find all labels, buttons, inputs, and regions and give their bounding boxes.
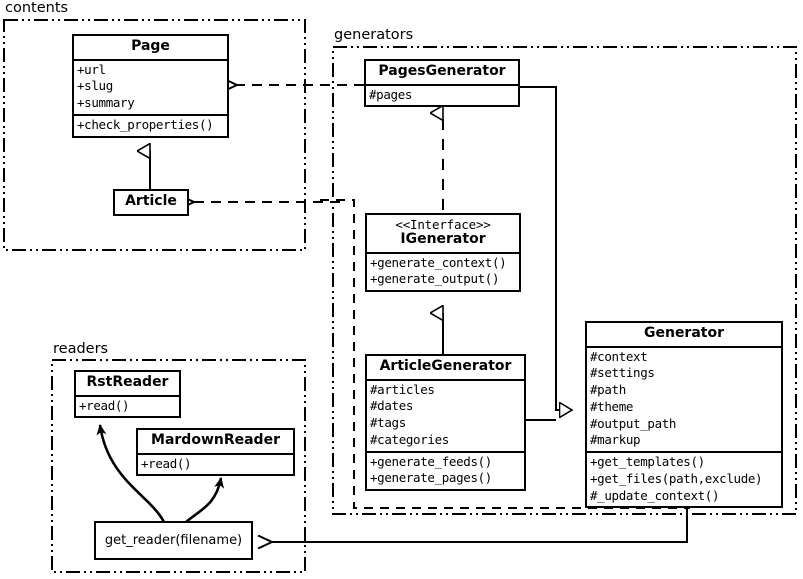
method-row: +generate_context() [370, 254, 507, 270]
package-border-readers [51, 359, 306, 573]
attribute-row: #categories [370, 431, 449, 447]
class-name-text-igenerator: IGenerator [400, 231, 486, 247]
class-attributes-articlegenerator: #articles #dates #tags #categories [367, 378, 524, 451]
attribute-row: #pages [369, 86, 413, 102]
method-row: +read() [141, 455, 192, 471]
class-box-generator[interactable]: Generator #context #settings #path #them… [585, 321, 783, 509]
package-border-generators [320, 46, 797, 515]
class-name-articlegenerator: ArticleGenerator [379, 358, 512, 374]
class-box-mardownreader[interactable]: MardownReader +read() [136, 428, 295, 477]
method-row: +generate_feeds() [370, 453, 492, 469]
attribute-row: #dates [370, 398, 414, 414]
method-row: +get_templates() [590, 454, 705, 470]
package-label-generators: generators [332, 27, 416, 43]
attribute-row: #path [590, 382, 626, 398]
class-name-pagesgenerator: PagesGenerator [378, 63, 506, 79]
method-row: +generate_output() [370, 271, 500, 287]
attribute-row: #settings [590, 365, 655, 381]
relation-getreader-creates-mardownreader [185, 477, 225, 523]
class-methods-generator: +get_templates() +get_files(path,exclude… [587, 451, 781, 506]
class-name-igenerator: <<Interface>> IGenerator [367, 215, 519, 252]
class-name-mardownreader: MardownReader [151, 432, 280, 448]
class-methods-page: +check_properties() [74, 113, 227, 136]
relation-generator-uses-getreader [272, 503, 688, 542]
class-name-page: Page [131, 38, 170, 54]
relation-getreader-creates-rstreader [96, 424, 166, 523]
method-row: +generate_pages() [370, 470, 492, 486]
method-row: +get_files(path,exclude) [590, 470, 763, 486]
function-box-get-reader[interactable]: get_reader(filename) [94, 521, 253, 560]
class-methods-articlegenerator: +generate_feeds() +generate_pages() [367, 450, 524, 490]
class-box-igenerator[interactable]: <<Interface>> IGenerator +generate_conte… [365, 213, 521, 293]
method-row: #_update_context() [590, 487, 720, 503]
class-box-pagesgenerator[interactable]: PagesGenerator #pages [364, 59, 520, 108]
class-box-page[interactable]: Page +url +slug +summary +check_properti… [72, 34, 229, 138]
attribute-row: #output_path [590, 415, 677, 431]
class-box-articlegenerator[interactable]: ArticleGenerator #articles #dates #tags … [365, 354, 526, 492]
attribute-row: #tags [370, 415, 406, 431]
class-stereotype-igenerator: <<Interface>> [395, 217, 491, 232]
relation-generators-inherit-generator [520, 86, 572, 421]
attribute-row: +summary [77, 95, 135, 111]
attribute-row: #articles [370, 381, 435, 397]
class-methods-mardownreader: +read() [138, 452, 293, 475]
method-row: +read() [79, 397, 130, 413]
package-border-contents [3, 19, 306, 251]
class-attributes-page: +url +slug +summary [74, 58, 227, 114]
class-name-article: Article [125, 193, 177, 209]
package-label-contents: contents [3, 0, 71, 16]
attribute-row: #markup [590, 432, 641, 448]
attribute-row: +slug [77, 78, 113, 94]
class-methods-rstreader: +read() [76, 394, 179, 417]
class-name-rstreader: RstReader [86, 374, 169, 390]
attribute-row: #theme [590, 398, 634, 414]
class-box-article[interactable]: Article [113, 189, 189, 216]
class-attributes-pagesgenerator: #pages [366, 83, 518, 106]
attribute-row: +url [77, 61, 106, 77]
class-name-generator: Generator [643, 325, 724, 341]
attribute-row: #context [590, 348, 648, 364]
method-row: +check_properties() [77, 116, 214, 132]
class-methods-igenerator: +generate_context() +generate_output() [367, 251, 519, 291]
package-label-readers: readers [51, 341, 111, 357]
function-label-get-reader: get_reader(filename) [104, 533, 243, 548]
class-box-rstreader[interactable]: RstReader +read() [74, 370, 181, 419]
class-attributes-generator: #context #settings #path #theme #output_… [587, 345, 781, 452]
